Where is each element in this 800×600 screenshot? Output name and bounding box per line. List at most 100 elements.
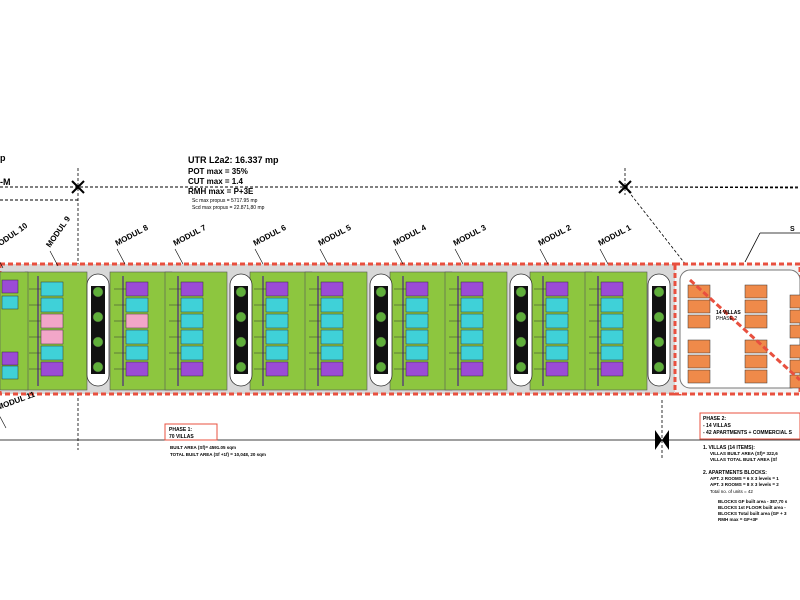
phase2-line1: - 14 VILLAS: [703, 423, 731, 429]
villa-unit: [460, 313, 484, 329]
villa-unit: [265, 281, 289, 297]
zone-title: UTR L2a2: 16.337 mp: [188, 155, 279, 165]
phase2-notes: PHASE 2: - 14 VILLAS - 42 APARTMENTS + C…: [699, 412, 800, 522]
zoning-header: UTR L2a2: 16.337 mp POT max = 35% CUT ma…: [0, 153, 279, 211]
phase2-label: PHASE 2: [716, 316, 737, 322]
villa-unit: [40, 361, 64, 377]
phase2-line2: - 42 APARTMENTS + COMMERCIAL S: [703, 430, 793, 436]
phase1-built-area: BUILT AREA (Sf)= 4591.05 sqm: [170, 445, 236, 450]
villa-unit: [545, 329, 569, 345]
module-lot: [24, 271, 88, 391]
phase2-villa-column: [744, 284, 768, 329]
villa-unit: [125, 361, 149, 377]
rmh-max: RMH max = GF+3F: [718, 517, 758, 522]
villa-unit: [265, 297, 289, 313]
module-label: MODUL 6: [252, 223, 288, 248]
villa-unit: [600, 329, 624, 345]
left-cut-text-top: p: [0, 153, 6, 163]
villa-unit: [320, 361, 344, 377]
villa-unit: [460, 281, 484, 297]
tree-strip: [647, 273, 671, 387]
tree-strip: [86, 273, 110, 387]
apt1: APT. 2 ROOMS = 6 X 3 levels = 1: [710, 476, 779, 481]
phase2-villa-block: 14 VILLAS PHASE 2: [679, 269, 800, 389]
villa-unit: [405, 313, 429, 329]
module-lot-partial: [0, 271, 29, 391]
blocks-1st: BLOCKS 1st FLOOR built area -: [718, 505, 786, 510]
villa-unit: [40, 297, 64, 313]
module-lot: [164, 271, 228, 391]
phase2-villas-count: 14 VILLAS: [716, 310, 741, 316]
villa-unit: [265, 361, 289, 377]
villa-unit: [320, 313, 344, 329]
villa-unit: [125, 313, 149, 329]
rmh-value: RMH max = P+3E: [188, 187, 254, 196]
villa-unit: [180, 361, 204, 377]
villa-unit: [545, 345, 569, 361]
villa-unit: [265, 329, 289, 345]
sc-proposed: Sc max propus = 5717.95 mp: [192, 198, 258, 204]
dimension-marker-left: [71, 180, 85, 194]
right-cut-label: S: [790, 226, 795, 233]
villas-built: VILLAS BUILT AREA (Sf)= 322,6: [710, 451, 778, 456]
module-label: MODUL 8: [114, 223, 150, 248]
phase1-villas: 70 VILLAS: [169, 434, 194, 440]
villa-unit: [40, 281, 64, 297]
villa-unit: [460, 361, 484, 377]
module-lot: [304, 271, 368, 391]
villa-unit: [265, 345, 289, 361]
villa-unit: [405, 361, 429, 377]
villa-unit: [405, 297, 429, 313]
phase1-box: PHASE 1: 70 VILLAS BUILT AREA (Sf)= 4591…: [164, 423, 266, 457]
phase2-villa-column: [687, 284, 711, 329]
villa-unit: [180, 313, 204, 329]
module-label: MODUL 1: [597, 223, 633, 248]
villa-unit: [180, 297, 204, 313]
module-label: MODUL 9: [44, 214, 72, 249]
module-lot: [389, 271, 453, 391]
phase2-title: PHASE 2:: [703, 416, 726, 422]
villa-unit: [125, 281, 149, 297]
module-label: MODUL 10: [0, 221, 30, 252]
villa-unit: [320, 297, 344, 313]
villa-unit: [545, 281, 569, 297]
module-label: MODUL 4: [392, 223, 428, 248]
villa-unit: [545, 361, 569, 377]
tree-strip: [229, 273, 253, 387]
villa-unit: [600, 281, 624, 297]
villa-unit: [180, 281, 204, 297]
tree-strip: [509, 273, 533, 387]
villa-unit: [40, 329, 64, 345]
villa-unit: [600, 361, 624, 377]
module-label: MODUL 7: [172, 223, 208, 248]
module-lot: [529, 271, 593, 391]
phase2-villa-column: [789, 294, 800, 339]
left-cut-text-bottom: -M: [0, 177, 11, 187]
blocks-total: BLOCKS Total built area (GF + 3: [718, 511, 787, 516]
module-lot: [109, 271, 173, 391]
module-label: MODUL 2: [537, 223, 573, 248]
phase2-villa-column: [687, 339, 711, 384]
phase1-title: PHASE 1:: [169, 427, 192, 433]
module-label: MODUL 3: [452, 223, 488, 248]
villa-unit: [125, 329, 149, 345]
phase2-villa-column: [789, 344, 800, 389]
villa-unit: [180, 329, 204, 345]
tree-strip: [369, 273, 393, 387]
villa-unit: [40, 313, 64, 329]
module-lot: [249, 271, 313, 391]
villa-unit: [600, 345, 624, 361]
module-lot: [584, 271, 648, 391]
villa-unit: [320, 281, 344, 297]
villa-unit: [40, 345, 64, 361]
cut-value: CUT max = 1.4: [188, 177, 243, 186]
villa-unit: [545, 297, 569, 313]
phase1-total-built: TOTAL BUILT AREA (Sf +1f) = 10,048, 20 s…: [170, 452, 266, 457]
villa-unit: [180, 345, 204, 361]
villa-unit: [125, 345, 149, 361]
villa-unit: [460, 297, 484, 313]
sd-proposed: Scd max propus = 22.871,80 mp: [192, 205, 265, 211]
villa-unit: [405, 329, 429, 345]
module-label: MODUL 5: [317, 223, 353, 248]
